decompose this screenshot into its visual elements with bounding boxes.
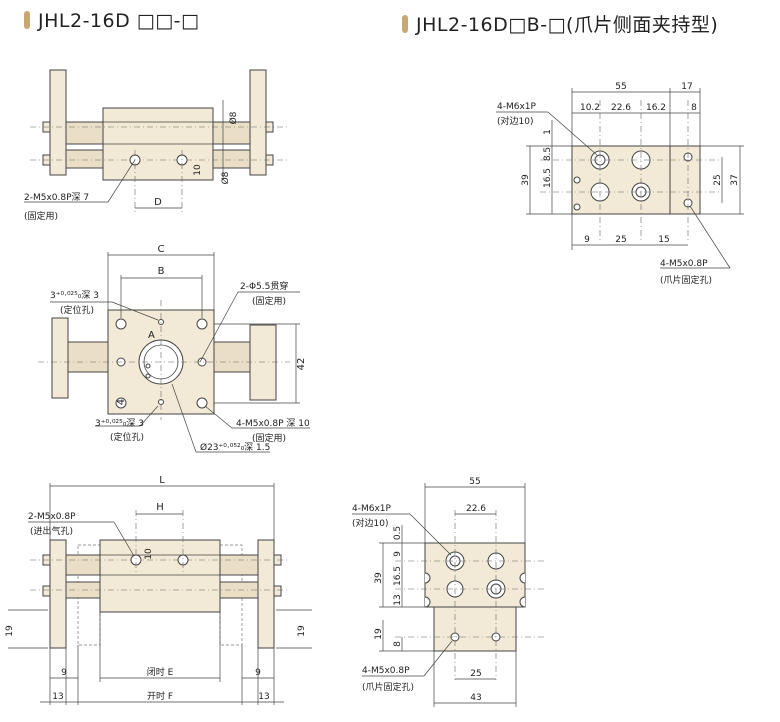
view5-dim-19: 19 — [374, 628, 384, 640]
view2-screw-hole-tr — [196, 318, 208, 330]
view2-dim-42: 42 — [296, 358, 307, 371]
view3-dim-h: H — [156, 502, 164, 513]
view2-screw-note: (固定用) — [252, 432, 286, 444]
view4-dim-8-5: 8.5 — [543, 147, 553, 161]
view5-dim-9: 9 — [393, 551, 403, 557]
view2-thru-label: 2-Φ5.5贯穿 — [240, 280, 288, 292]
view4-dim-55: 55 — [615, 82, 626, 92]
right-title-text: JHL2-16D□B-□(爪片侧面夹持型) — [416, 14, 719, 36]
view5-dim-8: 8 — [393, 641, 403, 647]
view2-pin-top-note: (定位孔) — [60, 304, 94, 316]
view4-m5-note: (爪片固定孔) — [660, 274, 712, 286]
view2-left-jaw — [51, 317, 69, 399]
view3-dim-19-left: 19 — [5, 625, 15, 637]
title-marker-icon — [24, 11, 30, 29]
view4-dim-25-right: 25 — [713, 174, 723, 185]
view4-dim-15: 15 — [658, 235, 669, 245]
view4-m5-label: 4-M5x0.8P — [660, 259, 708, 269]
view3-dim-13-right: 13 — [258, 692, 269, 702]
view5-m6-label: 4-M6x1P — [352, 504, 392, 514]
view4-dim-16-2: 16.2 — [646, 103, 666, 113]
view5-m5-note: (爪片固定孔) — [362, 681, 414, 693]
view4-dim-16-5: 16.5 — [543, 168, 553, 188]
view5-dim-0-5: 0.5 — [393, 526, 403, 540]
view3-dim-9-left: 9 — [61, 668, 67, 678]
view4-jaw-face: 55 17 10.2 22.6 16.2 8 39 1 8.5 16.5 25 … — [496, 82, 744, 286]
view3-stroke: L H 10 2-M5x0.8P (进出气孔) 19 19 9 闭时 E 9 1… — [5, 475, 312, 705]
view5-dim-25: 25 — [470, 669, 481, 679]
view3-dim-9-right: 9 — [255, 668, 261, 678]
view3-right-jaw — [257, 539, 275, 649]
view3-dim-19-right: 19 — [297, 625, 307, 637]
view5-dim-22-6: 22.6 — [466, 504, 486, 514]
view5-m6-note: (对边10) — [352, 517, 388, 529]
view2-screw-hole-tl — [115, 318, 127, 330]
view2-pin-bottom-label: 3⁺⁰·⁰²⁵₀深 3 — [95, 418, 144, 429]
view2-screw-hole-br — [196, 397, 208, 409]
view3-port-label: 2-M5x0.8P — [28, 512, 76, 522]
view1-left-jaw — [49, 69, 67, 176]
view2-right-jaw — [249, 324, 277, 401]
view3-open-f: 开时 F — [147, 690, 173, 702]
view4-dim-25-bottom: 25 — [615, 235, 626, 245]
view4-dim-22-6: 22.6 — [611, 103, 631, 113]
view4-dim-10-2: 10.2 — [580, 103, 600, 113]
right-title: JHL2-16D□B-□(爪片侧面夹持型) — [402, 10, 718, 37]
view5-jaw — [433, 606, 517, 652]
view2-pin-top-label: 3⁺⁰·⁰²⁵₀深 3 — [50, 290, 99, 301]
view5-m5-label: 4-M5x0.8P — [362, 666, 410, 676]
view3-dim-l: L — [159, 475, 165, 486]
view4-dim-9: 9 — [584, 235, 590, 245]
view4-m6-label: 4-M6x1P — [497, 102, 537, 112]
view2-dim-b: B — [158, 266, 165, 277]
view1-dia-top: Ø8 — [228, 111, 239, 124]
view5-dim-16-5: 16.5 — [393, 566, 403, 586]
view1-port-note: (固定用) — [24, 210, 58, 222]
left-title: JHL2-16D □□-□ — [24, 10, 199, 32]
view2-plan: C B 42 A 4 3⁺⁰·⁰²⁵₀深 3 (定位孔) 2-Φ5.5贯穿 (固… — [38, 244, 310, 453]
view2-screw-label: 4-M5x0.8P 深 10 — [236, 418, 310, 429]
view4-dim-17: 17 — [681, 82, 692, 92]
view2-thru-note: (固定用) — [252, 295, 286, 307]
title-marker-icon — [402, 15, 408, 33]
view3-close-e: 闭时 E — [147, 666, 174, 678]
view1-dim-10: 10 — [193, 164, 203, 176]
view1-dia-bottom: Ø8 — [220, 171, 231, 184]
view4-dim-39: 39 — [521, 174, 531, 186]
view2-label-a: A — [148, 330, 155, 341]
left-title-text: JHL2-16D □□-□ — [38, 10, 200, 32]
view2-dim-c: C — [158, 244, 165, 255]
view5-dim-55: 55 — [469, 477, 480, 487]
view3-dim-10: 10 — [144, 548, 154, 560]
view5-jaw-front: 55 22.6 39 0.5 9 16.5 13 19 8 25 43 4-M6… — [352, 477, 545, 707]
view2-dim-4: 4 — [116, 399, 127, 405]
view1-dim-d: D — [154, 197, 162, 208]
view5-body — [424, 542, 526, 608]
view4-m6-note: (对边10) — [497, 115, 533, 127]
view1-port-label: 2-M5x0.8P深 7 — [24, 192, 89, 203]
view5-dim-39: 39 — [374, 572, 384, 584]
view3-port-note: (进出气孔) — [30, 525, 73, 537]
view4-dim-37: 37 — [730, 174, 740, 185]
view5-dim-43: 43 — [470, 693, 481, 703]
view4-body — [571, 145, 671, 215]
view2-bore-label: Ø23⁺⁰·⁰⁵²₀深 1.5 — [200, 442, 270, 453]
view1-side: D Ø8 Ø8 10 2-M5x0.8P深 7 (固定用) — [24, 69, 290, 222]
view2-screw-hole-bl — [115, 397, 127, 409]
view4-dim-8: 8 — [691, 103, 697, 113]
view3-dim-13-left: 13 — [52, 692, 63, 702]
view1-right-jaw — [249, 69, 267, 176]
view5-dim-13: 13 — [393, 594, 403, 605]
view3-left-jaw — [49, 539, 67, 649]
view2-pin-bottom-note: (定位孔) — [110, 431, 144, 443]
view3-body — [99, 539, 221, 613]
view4-dim-1: 1 — [543, 129, 553, 135]
